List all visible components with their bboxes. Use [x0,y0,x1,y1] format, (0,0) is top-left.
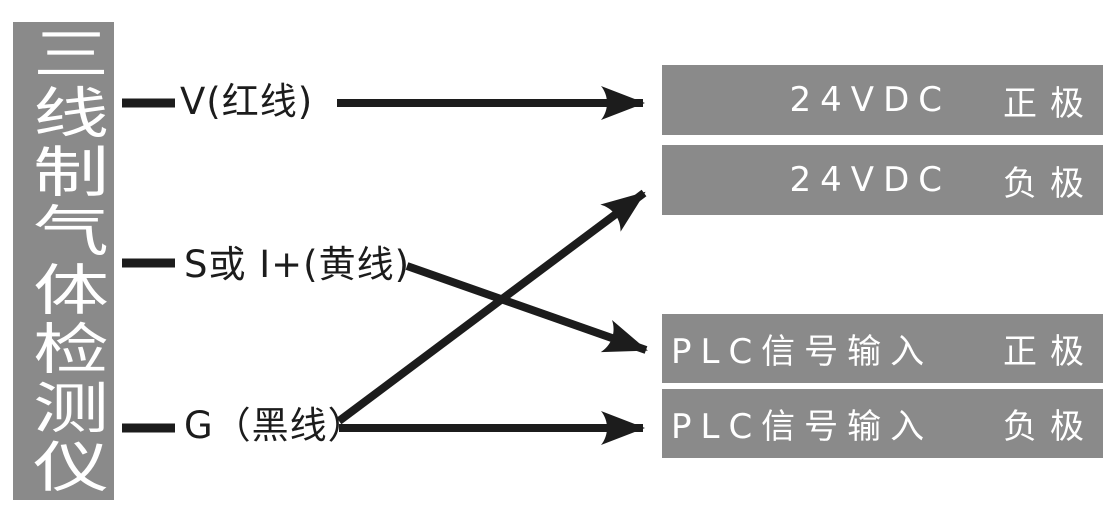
terminal-polarity: 负极 [1003,407,1097,447]
terminal-plc-negative: PLC信号输入 负极 [662,389,1103,458]
wire-label-g-black: G（黑线） [184,404,366,447]
device-panel: 三线制气体检测仪 [13,22,114,500]
terminal-name: PLC信号输入 [671,407,934,447]
terminal-polarity: 正极 [1003,332,1097,372]
terminal-name: PLC信号输入 [671,332,934,372]
terminal-24vdc-positive: 24VDC 正极 [662,65,1103,135]
terminal-name: 24VDC [789,160,951,200]
wire-label-v-red: V(红线) [180,80,314,123]
arrow-g-to-24vdc-negative [336,189,647,425]
terminal-24vdc-negative: 24VDC 负极 [662,145,1103,215]
wire-label-s-yellow: S或 I+(黄线) [184,243,411,286]
arrow-s-to-plc-positive [405,262,648,354]
terminal-polarity: 正极 [1003,83,1097,124]
terminal-plc-positive: PLC信号输入 正极 [662,314,1103,383]
device-title: 三线制气体检测仪 [20,25,109,497]
terminal-polarity: 负极 [1003,163,1097,204]
terminal-name: 24VDC [789,80,951,120]
